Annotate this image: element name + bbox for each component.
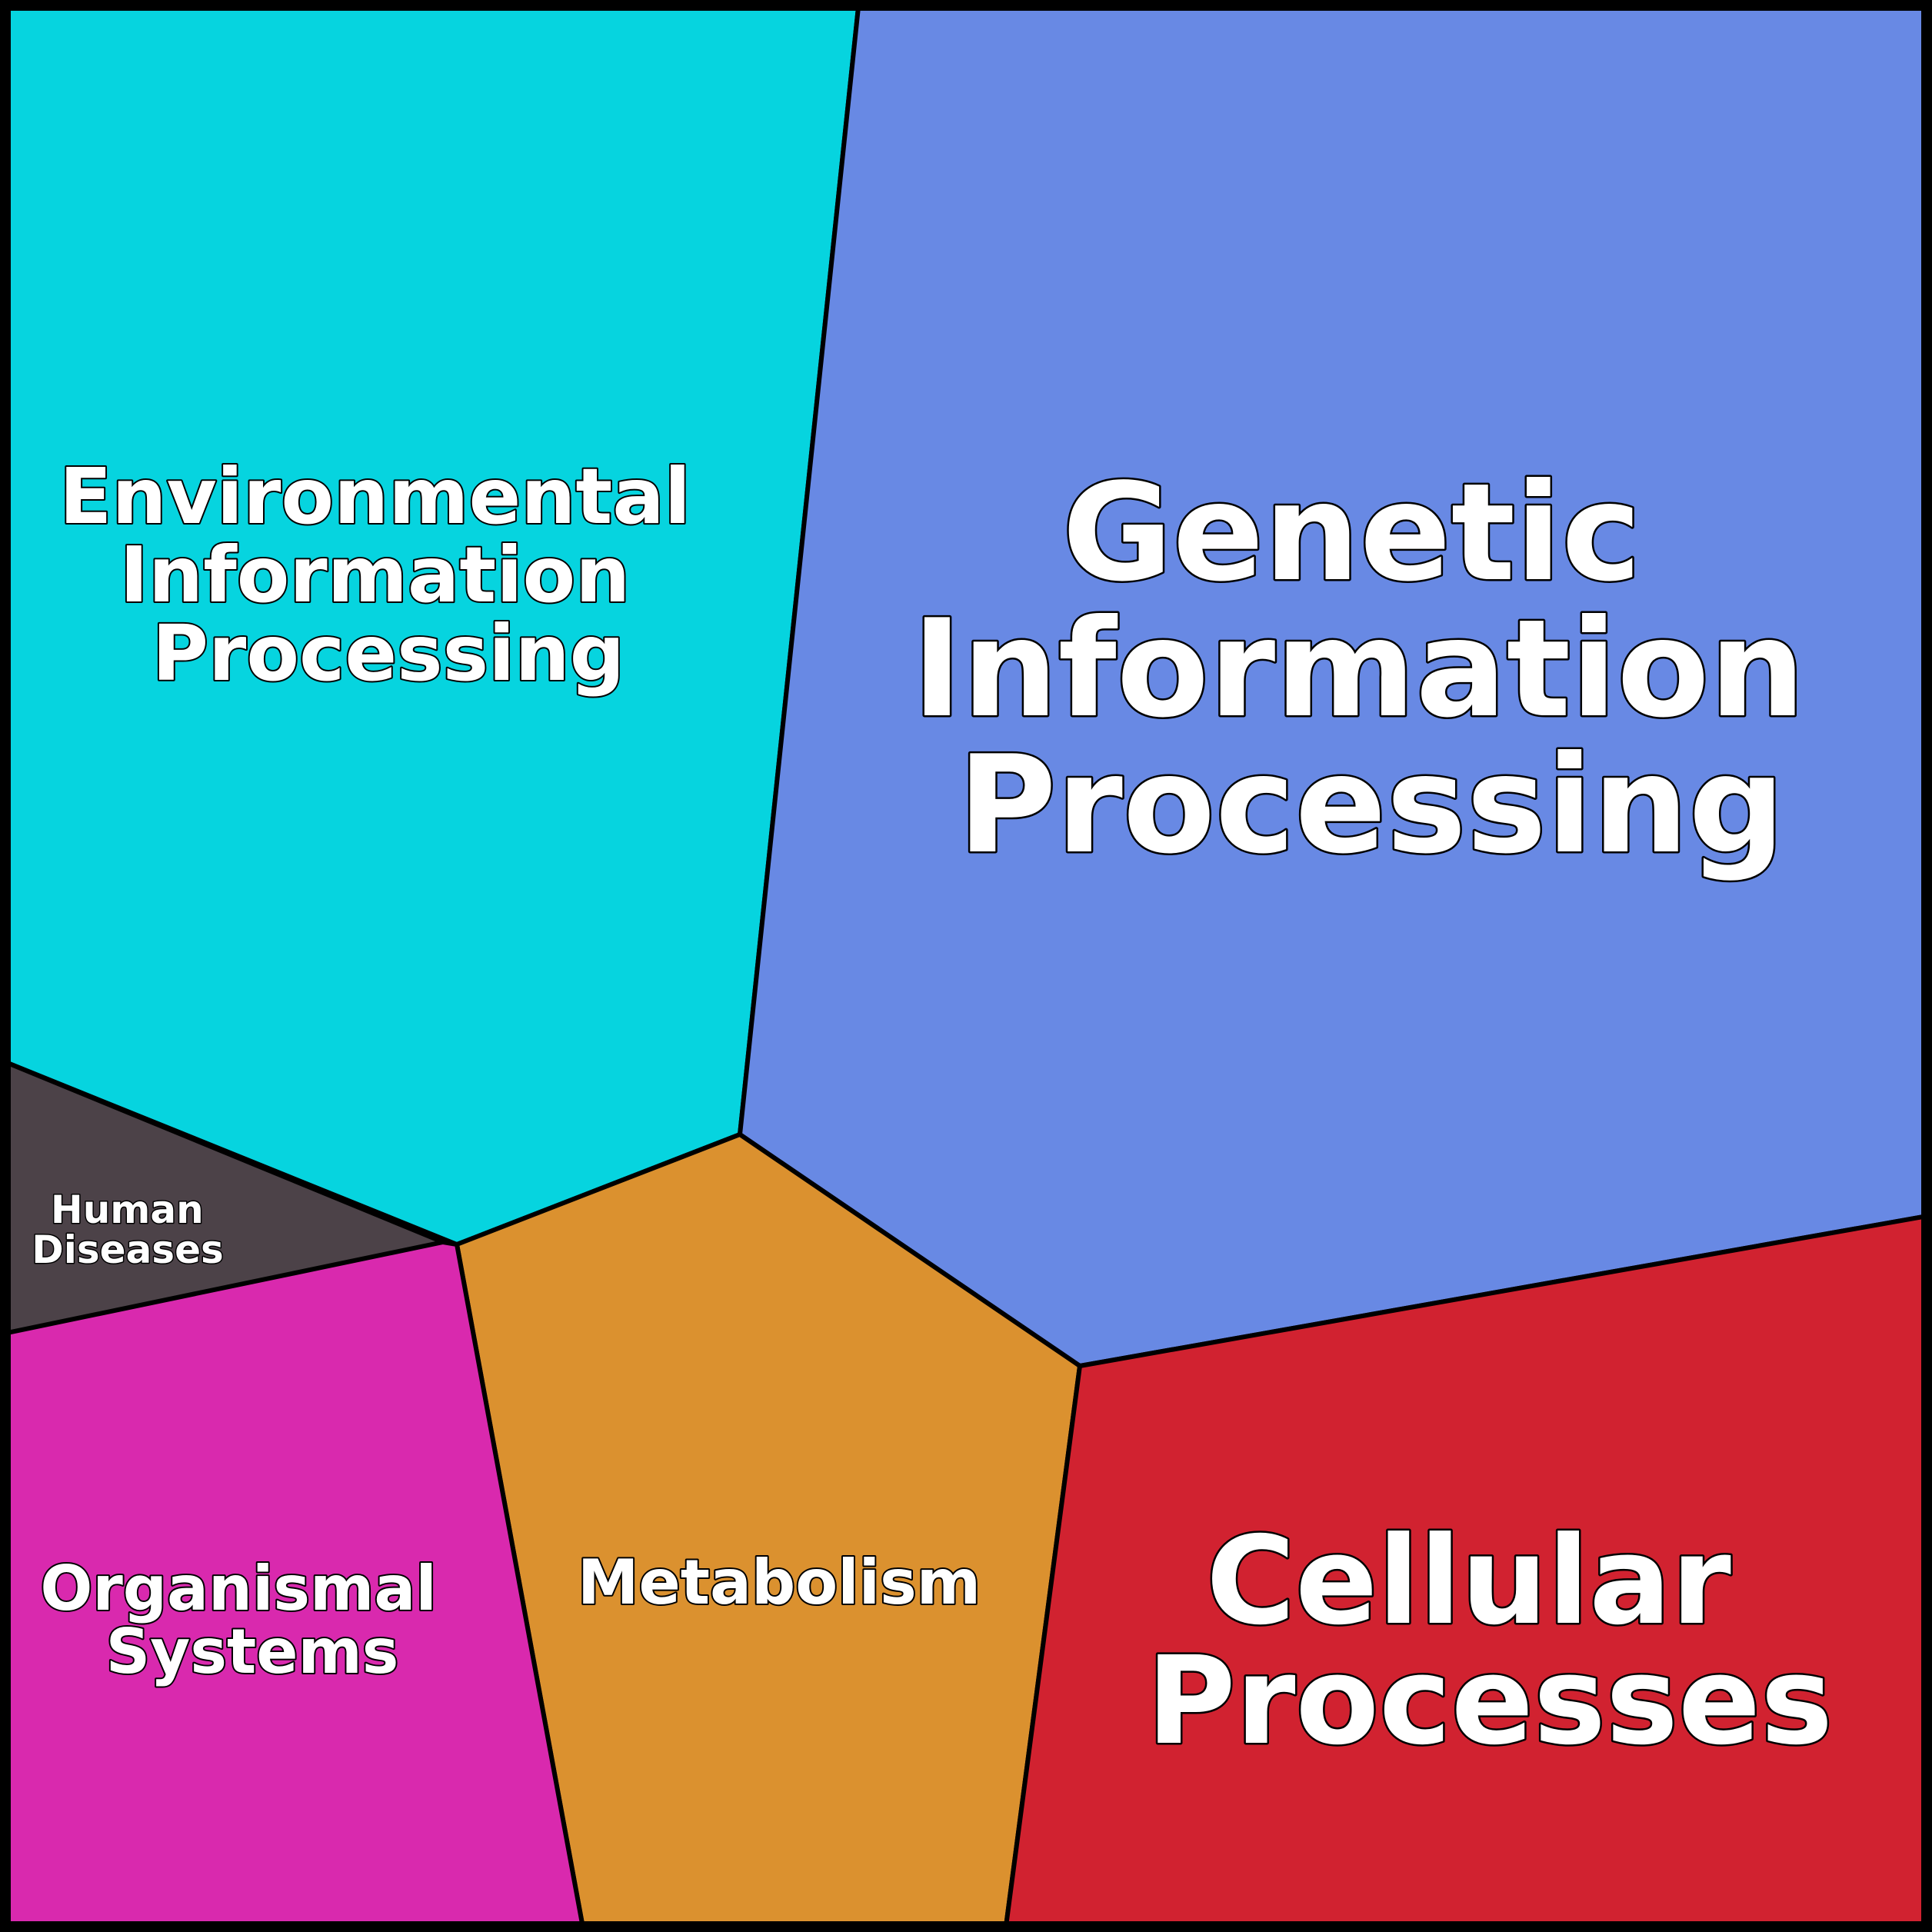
region-genetic-label: Genetic Information Processing [912,455,1852,884]
region-cellular-line-2: Processes [1147,1631,1833,1772]
region-human-diseases-line-1: Human [51,1188,204,1232]
region-organismal-line-2: Systems [106,1616,399,1687]
region-organismal-cell [0,1239,587,1932]
region-human-diseases-line-2: Diseases [32,1227,224,1272]
region-environmental: Environmental Information Processing [0,0,862,1247]
region-genetic: Genetic Information Processing [737,0,1932,1369]
region-genetic-line-2: Information [912,591,1805,748]
region-environmental-line-1: Environmental [59,451,691,541]
region-genetic-line-1: Genetic [1062,455,1641,611]
region-cellular-cell [1002,1212,1932,1932]
region-cellular-line-1: Cellular [1206,1511,1731,1652]
region-environmental-label: Environmental Information Processing [59,451,718,698]
region-human-diseases-label: Human Diseases [32,1188,224,1272]
region-organismal: Organismal Systems [0,1239,587,1932]
region-cellular-label: Cellular Processes [1147,1511,1833,1772]
region-organismal-label: Organismal Systems [40,1553,458,1687]
region-environmental-line-2: Information [120,530,631,620]
region-cellular: Cellular Processes [1002,1212,1932,1932]
region-organismal-line-1: Organismal [40,1553,436,1624]
region-genetic-line-3: Processing [958,728,1784,884]
region-metabolism-label: Metabolism [578,1547,981,1618]
region-environmental-line-3: Processing [152,608,625,698]
